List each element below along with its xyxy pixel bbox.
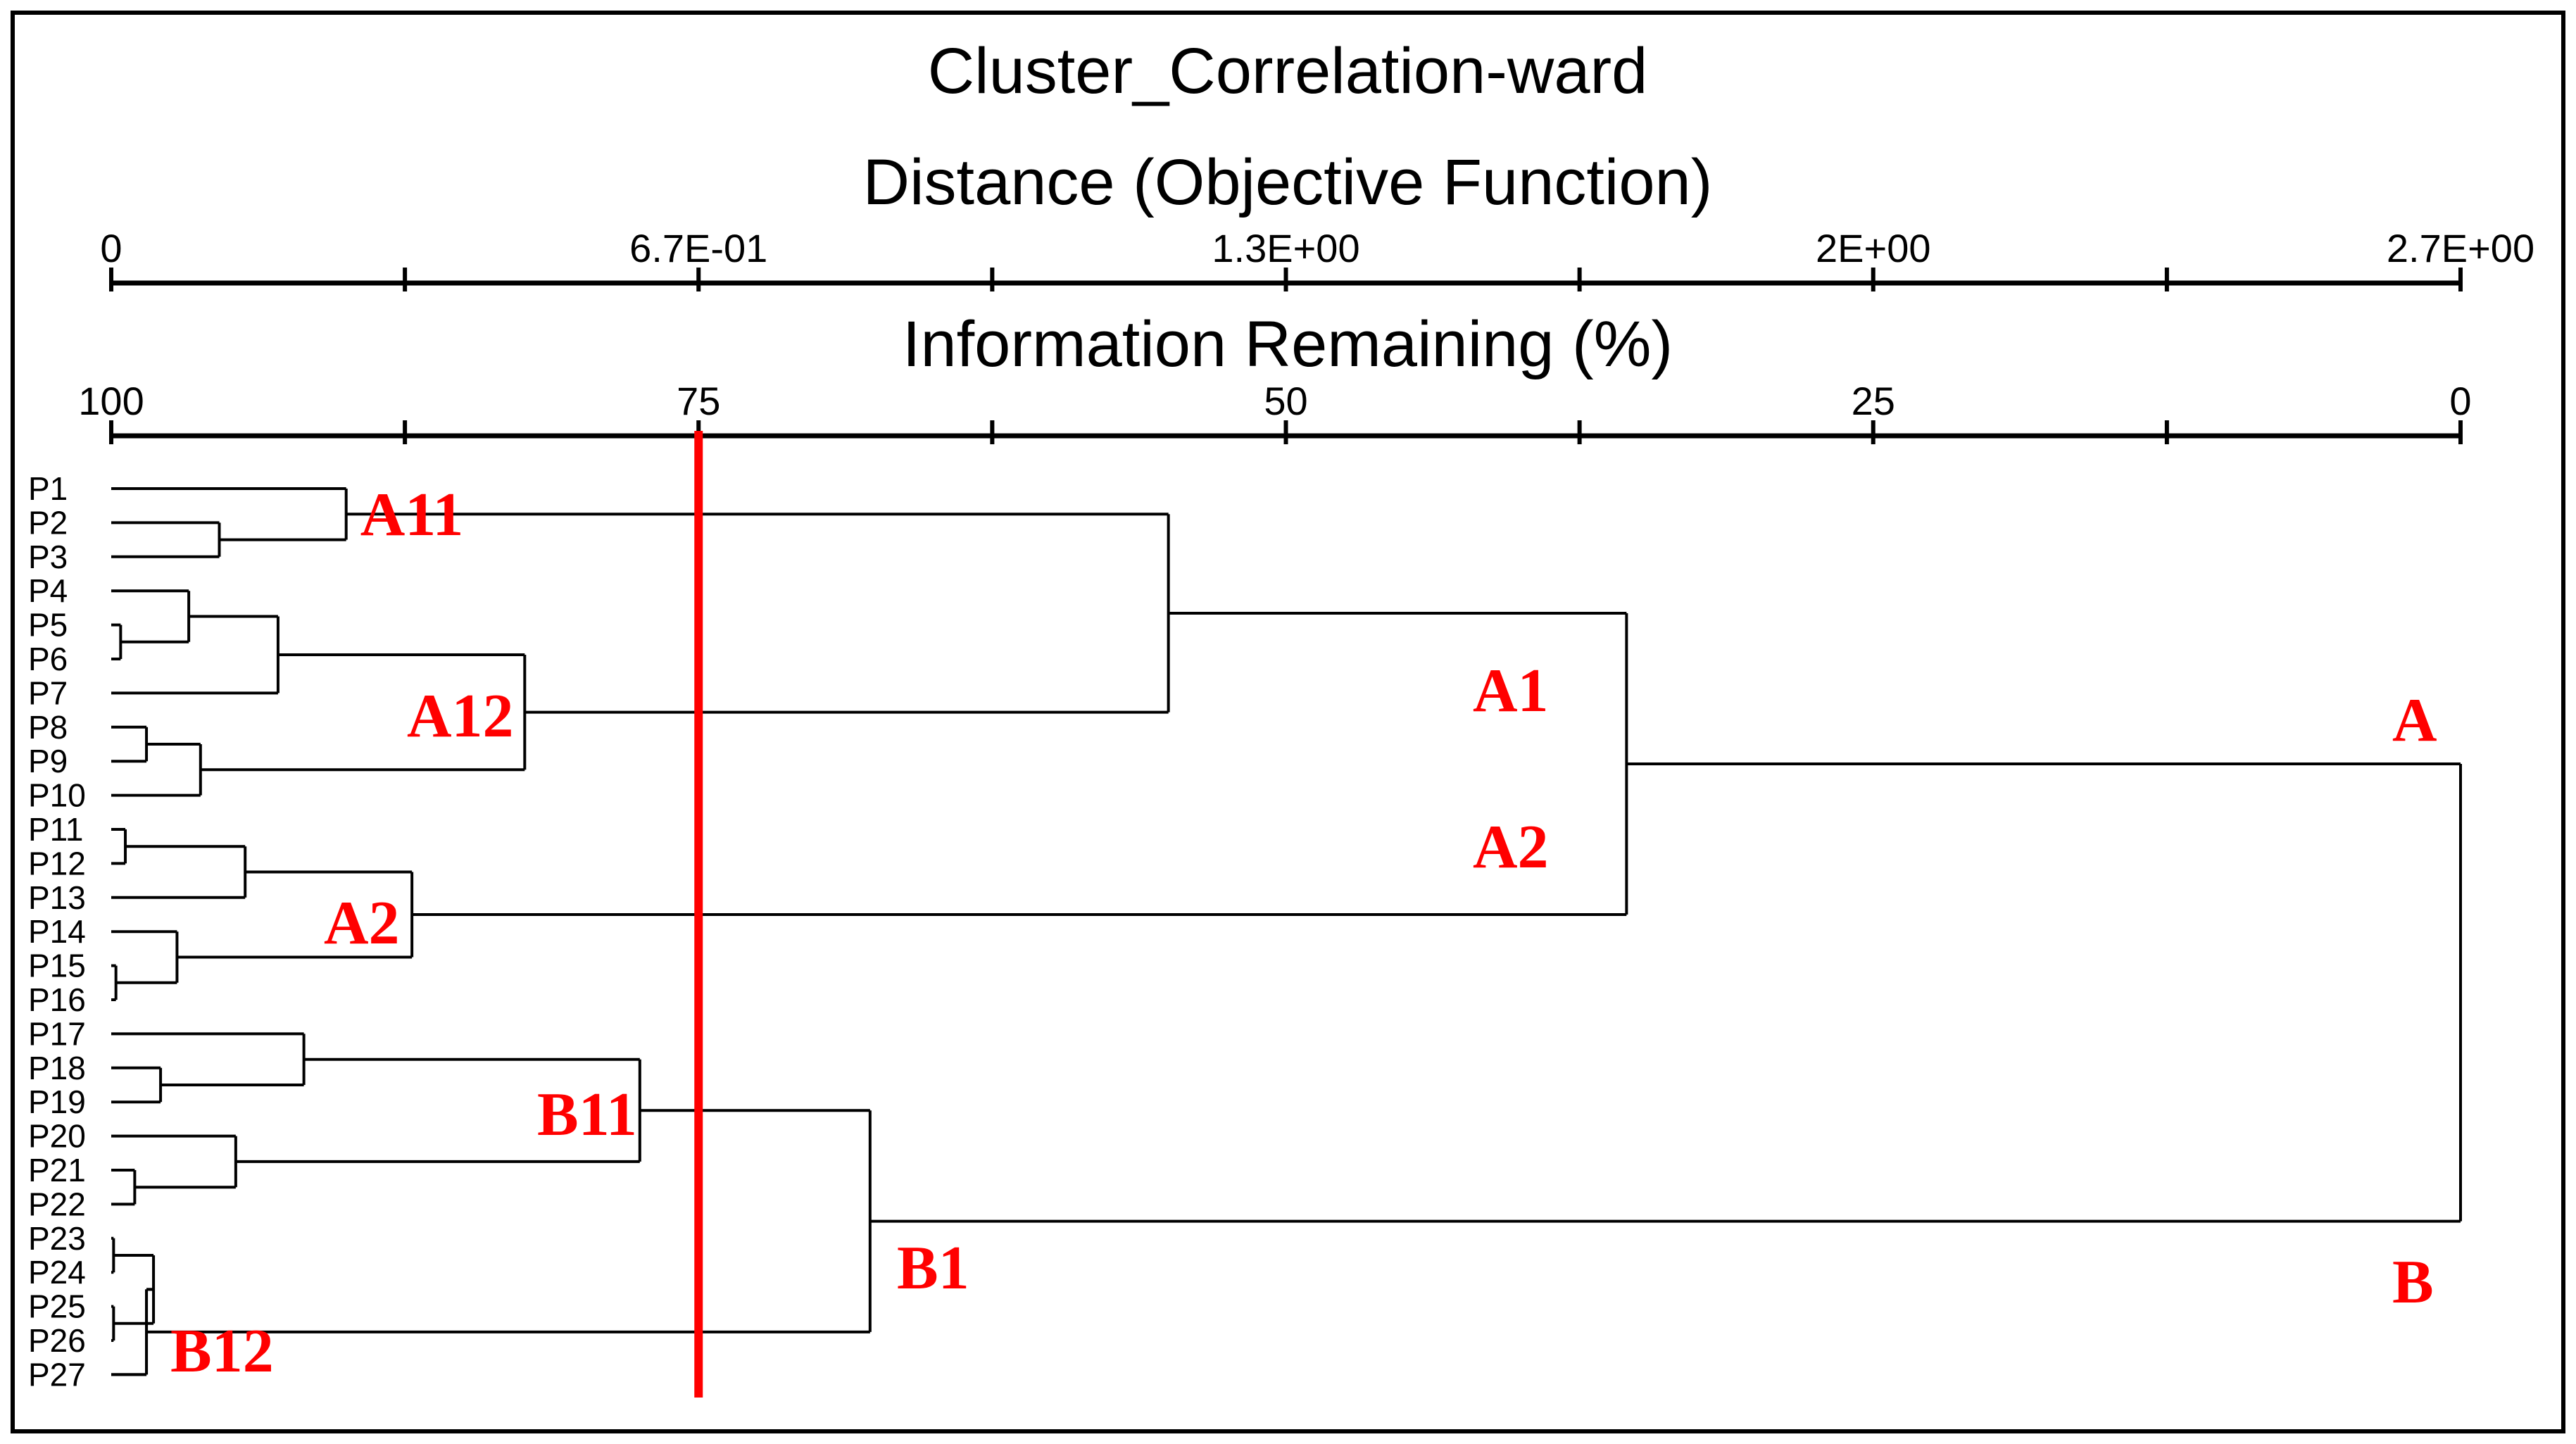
leaf-label: P14: [28, 913, 86, 950]
leaf-label: P11: [28, 811, 83, 848]
leaf-label: P10: [28, 777, 86, 814]
cluster-label: B1: [897, 1234, 969, 1302]
cluster-label: A: [2392, 686, 2437, 755]
cluster-label: B12: [170, 1317, 274, 1386]
leaf-label: P8: [28, 709, 68, 746]
leaf-label: P20: [28, 1118, 86, 1155]
information-tick-label: 0: [2449, 379, 2471, 423]
leaf-label: P22: [28, 1186, 86, 1222]
information-tick-label: 50: [1264, 379, 1307, 423]
cluster-label: B: [2392, 1248, 2434, 1317]
distance-tick-label: 2.7E+00: [2387, 226, 2534, 270]
leaf-label: P6: [28, 641, 68, 677]
leaf-label: P13: [28, 879, 86, 916]
leaf-label: P23: [28, 1220, 86, 1257]
leaf-label: P27: [28, 1356, 86, 1393]
leaf-label: P26: [28, 1322, 86, 1359]
cluster-label: A11: [360, 481, 464, 549]
cluster-label: A2: [1473, 813, 1549, 881]
information-axis-title: Information Remaining (%): [903, 308, 1673, 380]
figure-title: Cluster_Correlation-ward: [928, 35, 1648, 107]
leaf-label: P4: [28, 572, 68, 609]
dendrogram-branches: [111, 487, 2462, 1376]
information-tick-label: 75: [677, 379, 720, 423]
information-remaining-axis: 100 75 50 25 0: [78, 379, 2472, 444]
leaf-label: P5: [28, 607, 68, 643]
leaf-labels: P1P2P3P4P5P6P7P8P9P10P11P12P13P14P15P16P…: [28, 470, 86, 1393]
leaf-label: P18: [28, 1050, 86, 1086]
distance-axis: 0 6.7E-01 1.3E+00 2E+00 2.7E+00: [100, 226, 2534, 291]
leaf-label: P19: [28, 1084, 86, 1120]
leaf-label: P9: [28, 743, 68, 779]
leaf-label: P25: [28, 1288, 86, 1325]
leaf-label: P3: [28, 539, 68, 575]
figure-border: [11, 11, 2565, 1433]
information-tick-label: 25: [1852, 379, 1895, 423]
cluster-label: A1: [1473, 657, 1549, 725]
distance-axis-title: Distance (Objective Function): [863, 146, 1713, 218]
leaf-label: P12: [28, 845, 86, 881]
distance-tick-label: 2E+00: [1816, 226, 1931, 270]
cluster-label: A2: [324, 889, 400, 958]
distance-tick-label: 1.3E+00: [1212, 226, 1359, 270]
leaf-label: P7: [28, 674, 68, 711]
information-tick-label: 100: [78, 379, 144, 423]
leaf-label: P15: [28, 948, 86, 984]
leaf-label: P17: [28, 1015, 86, 1052]
cluster-label: A12: [407, 682, 514, 751]
leaf-label: P24: [28, 1254, 86, 1291]
distance-tick-label: 0: [100, 226, 122, 270]
leaf-label: P1: [28, 470, 68, 507]
distance-tick-label: 6.7E-01: [629, 226, 767, 270]
cluster-label: B11: [537, 1081, 637, 1149]
leaf-label: P21: [28, 1152, 86, 1188]
leaf-label: P16: [28, 981, 86, 1018]
leaf-label: P2: [28, 504, 68, 541]
